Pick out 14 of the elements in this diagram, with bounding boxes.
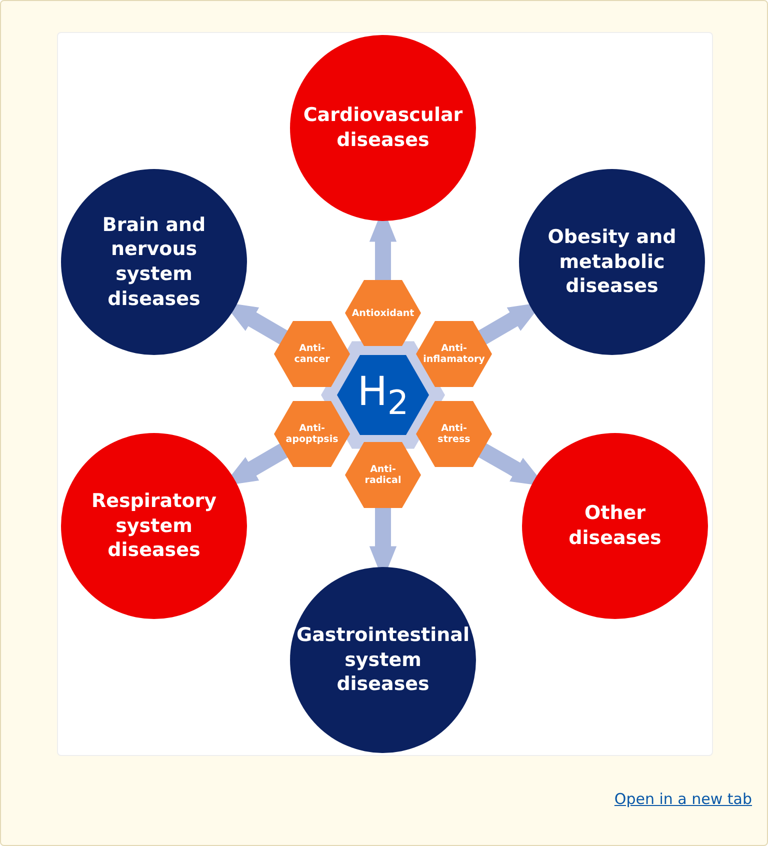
node-label: Cardiovascular diseases xyxy=(303,103,463,153)
node-label: Respiratory system diseases xyxy=(90,488,218,564)
node-label: Other diseases xyxy=(568,501,662,551)
node-label: Anti-inflamatory xyxy=(423,343,485,365)
open-tab-link: Open in a new tab xyxy=(614,790,752,808)
node-label: Brain and nervous system diseases xyxy=(101,212,207,312)
node-label: Obesity and metabolic diseases xyxy=(546,224,678,300)
node-label: H$_{2}$ xyxy=(357,368,409,422)
node-label: Anti-apoptpsis xyxy=(286,423,338,445)
node-label: Anti-radical xyxy=(364,464,402,486)
node-label: Gastrointestinal system diseases xyxy=(296,622,470,698)
node-label: Anti-stress xyxy=(436,423,472,445)
node-label: Anti-cancer xyxy=(293,343,331,365)
node-label: Antioxidant xyxy=(352,308,414,318)
